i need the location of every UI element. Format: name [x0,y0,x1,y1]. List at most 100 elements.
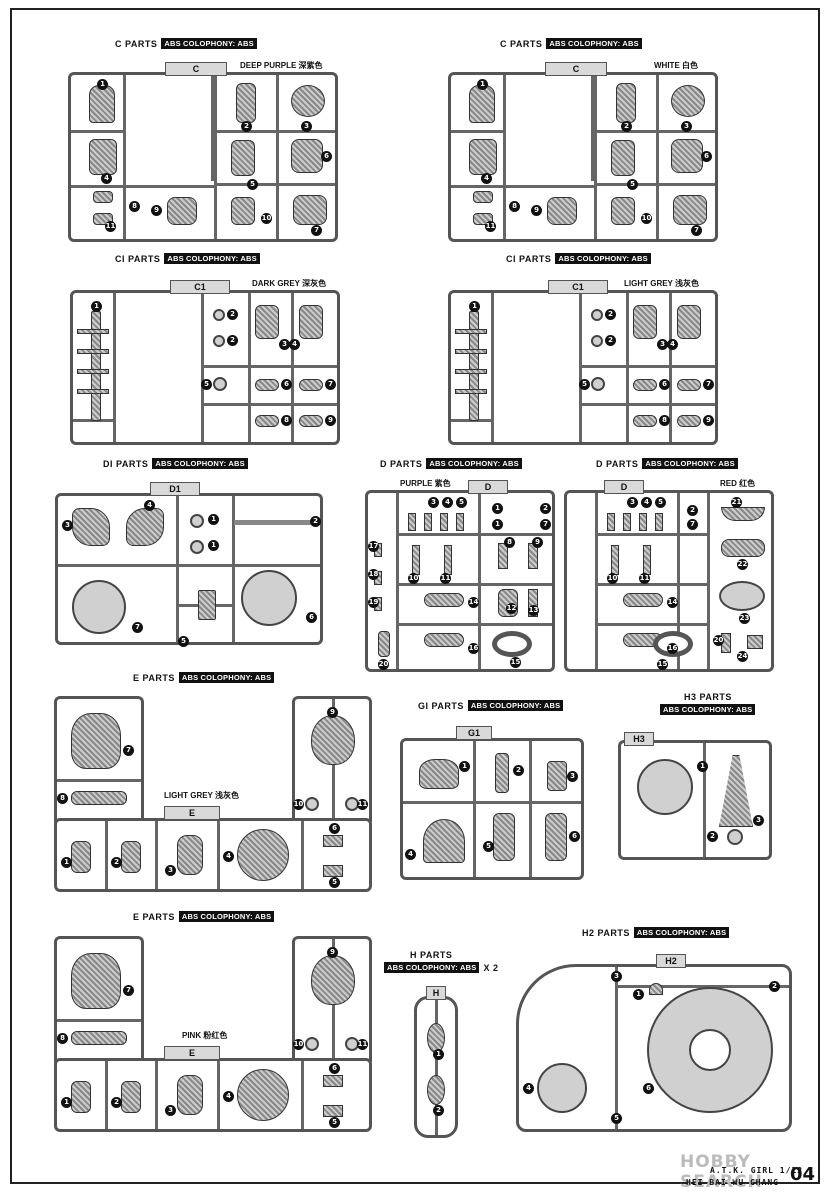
part-number: 7 [540,519,551,530]
c1-left-part [77,369,109,374]
c1-left-runner: 1 2 2 3 4 5 6 7 8 9 [70,290,340,445]
h3-material-row: ABS COLOPHONY: ABS [660,704,756,715]
c-left-part [89,85,115,123]
part-number: 2 [111,1097,122,1108]
e-bottom-header: E PARTS ABS COLOPHONY: ABS [133,911,275,922]
part-number: 11 [639,573,650,584]
part-number: 8 [129,201,140,212]
g1-part [493,813,515,861]
h2-runner: 3 1 2 4 5 6 [516,964,792,1132]
c1-right-color: LIGHT GREY 浅灰色 [622,278,701,289]
e-top-part [237,829,289,881]
c1-right-part [677,379,701,391]
c-right-header: C PARTS ABS COLOPHONY: ABS [500,38,642,49]
part-number: 11 [105,221,116,232]
h2-tab: H2 [656,954,686,968]
part-number: 7 [691,225,702,236]
part-number: 14 [667,597,678,608]
d-right-part [721,539,765,557]
part-number: 5 [329,1117,340,1128]
part-number: 15 [510,657,521,668]
e-top-tab: E [164,806,220,820]
d1-part [126,508,164,546]
d1-part [72,580,126,634]
part-number: 2 [241,121,252,132]
e-top-runner-bottom: 1 2 3 4 6 5 [54,818,372,892]
c-right-part [469,85,495,123]
d1-runner: 4 3 1 1 2 7 5 6 [55,493,323,647]
part-number: 4 [223,1091,234,1102]
g1-part [547,761,567,791]
page-frame [10,8,820,1184]
e-bottom-part [323,1075,343,1087]
d-right-runner: 3 4 5 2 7 10 11 14 16 15 21 22 23 20 24 [564,490,774,672]
part-number: 11 [485,221,496,232]
d-right-part [623,513,631,531]
part-number: 1 [633,989,644,1000]
part-number: 2 [769,981,780,992]
e-top-header: E PARTS ABS COLOPHONY: ABS [133,672,275,683]
part-number: 18 [368,569,379,580]
part-number: 3 [301,121,312,132]
c-left-header: C PARTS ABS COLOPHONY: ABS [115,38,257,49]
h3-runner: 1 2 3 [618,740,772,860]
part-number: 1 [697,761,708,772]
c-left-part [167,197,197,225]
e-bottom-color: PINK 粉红色 [180,1030,230,1041]
d-right-part [623,593,663,607]
h3-material: ABS COLOPHONY: ABS [660,704,756,715]
g1-runner: 1 2 3 4 5 6 [400,738,584,880]
part-number: 4 [667,339,678,350]
part-number: 3 [657,339,668,350]
part-number: 20 [713,635,724,646]
c1-left-material: ABS COLOPHONY: ABS [164,253,260,264]
part-number: 8 [281,415,292,426]
d-right-part [747,635,763,649]
c1-left-part [255,379,279,391]
part-number: 6 [569,831,580,842]
part-number: 21 [731,497,742,508]
d-right-part [639,513,647,531]
d1-part [241,570,297,626]
part-number: 7 [123,745,134,756]
part-number: 13 [528,605,539,616]
part-number: 10 [607,573,618,584]
part-number: 1 [492,519,503,530]
part-number: 2 [111,857,122,868]
d-left-tab: D [468,480,508,494]
d-left-part [424,513,432,531]
d-right-part [643,545,651,575]
part-number: 7 [703,379,714,390]
c-left-part [236,83,256,123]
e-bottom-part [177,1075,203,1115]
c-left-material: ABS COLOPHONY: ABS [161,38,257,49]
part-number: 12 [506,603,517,614]
d-left-color: PURPLE 紫色 [398,478,453,489]
h-multiplier: X 2 [483,962,499,973]
part-number: 16 [667,643,678,654]
part-number: 4 [144,500,155,511]
c-left-runner: 1 2 3 4 5 6 7 8 9 10 11 [68,72,338,242]
e-bottom-part [121,1081,141,1113]
e-top-part [71,791,127,805]
e-bottom-tab: E [164,1046,220,1060]
c-right-material: ABS COLOPHONY: ABS [546,38,642,49]
d-right-part [607,513,615,531]
part-number: 1 [477,79,488,90]
c1-right-part [677,305,701,339]
part-number: 11 [357,799,368,810]
part-number: 3 [428,497,439,508]
part-number: 8 [659,415,670,426]
c1-left-part [213,377,227,391]
e-top-part [71,841,91,873]
c1-right-part [591,335,603,347]
part-number: 2 [707,831,718,842]
c-right-part [473,191,493,203]
part-number: 9 [532,537,543,548]
part-number: 7 [311,225,322,236]
h-tab: H [426,986,446,1000]
d-left-part [528,589,538,617]
h-material: ABS COLOPHONY: ABS [384,962,480,973]
c1-right-tab: C1 [548,280,608,294]
e-top-runner-left: 7 8 [54,696,144,822]
